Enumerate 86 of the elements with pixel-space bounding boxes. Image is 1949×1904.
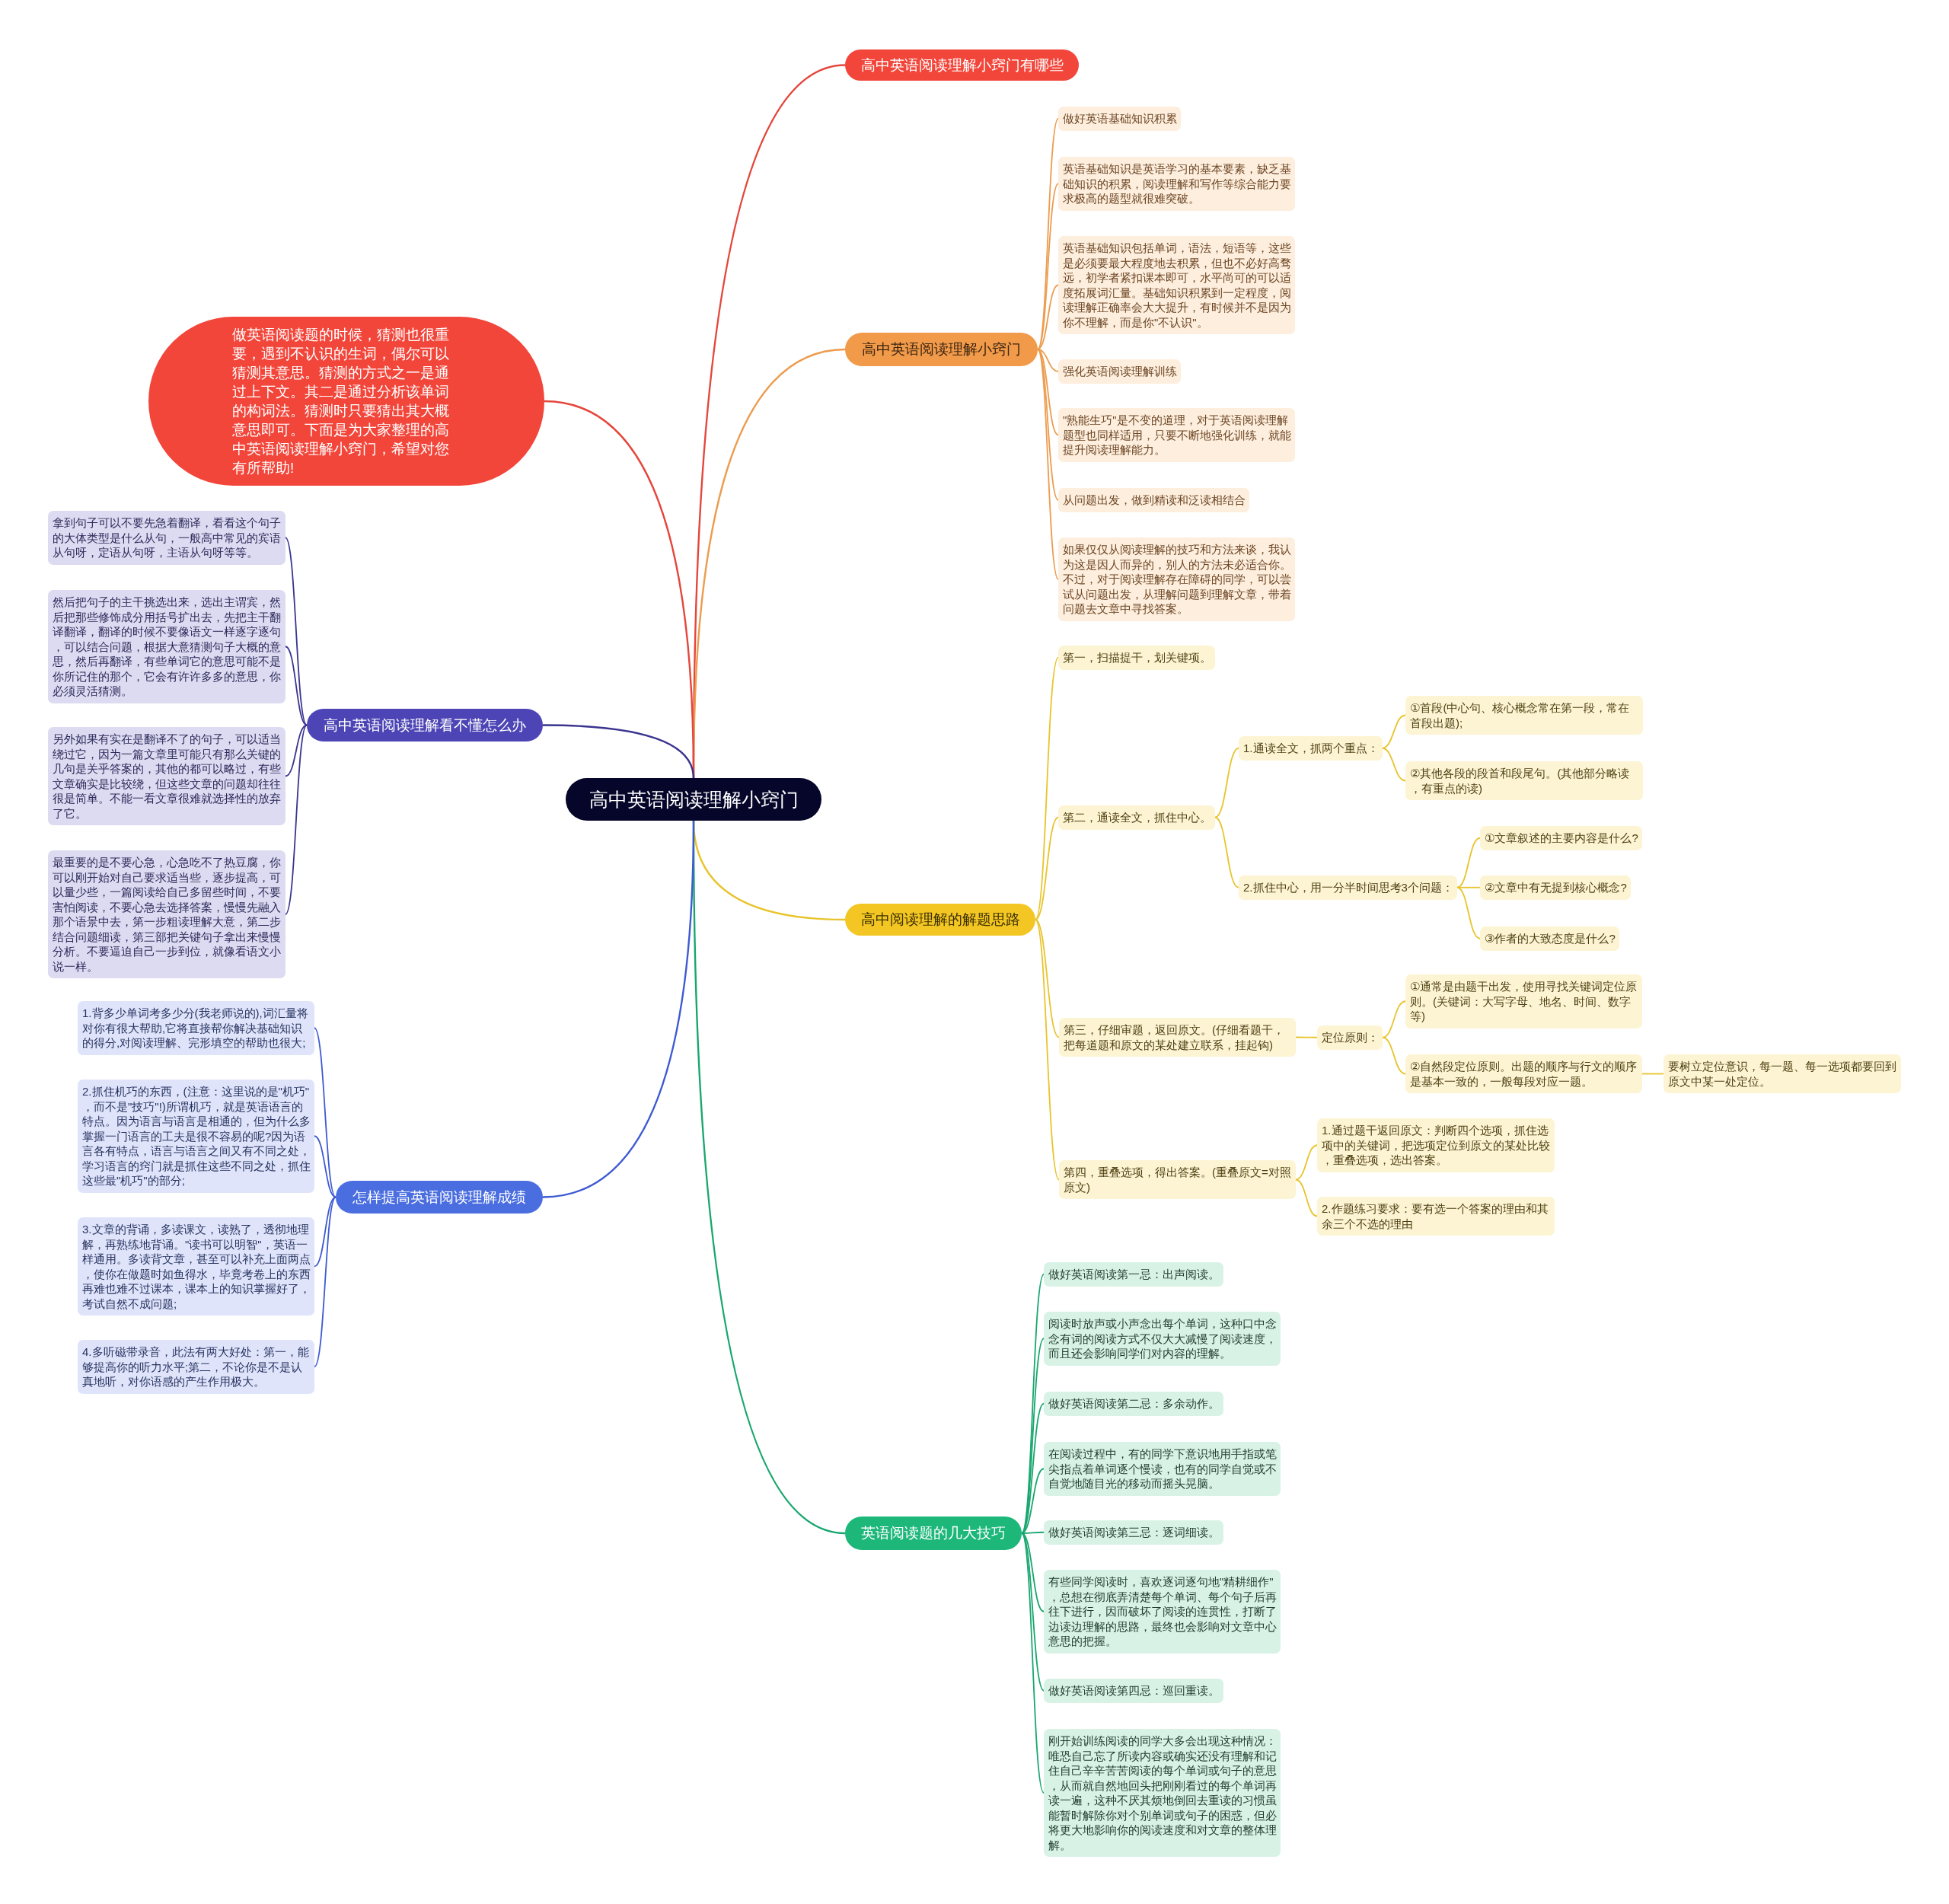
connector-line xyxy=(1381,714,1406,749)
note-card: 做好英语阅读第一忌：出声阅读。 xyxy=(1044,1262,1223,1287)
note-card: 刚开始训练阅读的同学大多会出现这种情况：唯恐自己忘了所读内容或确实还没有理解和记住自己辛辛苦苦阅读的每个单词或句子的意思，从而就自然地回头把刚刚看过的每个单词再读一遍，这种不厌其烦地倒回去重读的习惯虽能暂时解除你对个别单词或句子的困惑，但必将更大地影响你的阅读速度和对文章的整体理解。 xyxy=(1044,1729,1281,1857)
connector-line xyxy=(1037,349,1059,580)
note-card: 2.抓住中心，用一分半时间思考3个问题： xyxy=(1239,875,1457,900)
note-card: 1.背多少单词考多少分(我老师说的),词汇量将对你有很大帮助,它将直接帮你解决基础知识的得分,对阅读理解、完形填空的帮助也很大; xyxy=(78,1001,314,1055)
central-topic: 高中英语阅读理解小窍门 xyxy=(566,778,821,821)
note-card: 第二，通读全文，抓住中心。 xyxy=(1058,805,1215,830)
note-card: 另外如果有实在是翻译不了的句子，可以适当绕过它，因为一篇文章里可能只有那么关键的几句是关乎答案的，其他的都可以略过，有些文章确实是比较绕，但这些文章的问题却往往很是简单。不能一看文章很难就选择性的放弃了它。 xyxy=(48,727,285,825)
connector-line xyxy=(285,724,308,777)
connector-line xyxy=(1295,1036,1318,1038)
connector-line xyxy=(314,1196,337,1368)
connector-line xyxy=(542,724,695,779)
connector-line xyxy=(1295,1144,1318,1181)
connector-line xyxy=(1021,1402,1045,1534)
note-card: 从问题出发，做到精读和泛读相结合 xyxy=(1058,488,1249,512)
connector-line xyxy=(1382,1036,1406,1075)
note-card: 4.多听磁带录音，此法有两大好处：第一，能够提高你的听力水平;第二，不论你是不是认真地听，对你语感的产生作用极大。 xyxy=(78,1340,314,1394)
note-card: 如果仅仅从阅读理解的技巧和方法来谈，我认为这是因人而异的，别人的方法未必适合你。不过，对于阅读理解存在障碍的同学，可以尝试从问题出发，从理解问题到理解文章，带着问题去文章中寻找答案。 xyxy=(1058,537,1295,621)
connector-line xyxy=(1035,656,1059,920)
note-card: 定位原则： xyxy=(1317,1025,1383,1050)
connector-line xyxy=(314,1027,337,1198)
connector-line xyxy=(1037,349,1059,436)
note-card: ①通常是由题干出发，使用寻找关键词定位原则。(关键词：大写字母、地名、时间、数字等) xyxy=(1405,974,1642,1029)
note-card: 做好英语阅读第三忌：逐词细读。 xyxy=(1044,1520,1223,1545)
note-card: 做好英语基础知识积累 xyxy=(1058,107,1181,131)
connector-line xyxy=(285,537,308,726)
connector-line xyxy=(1035,816,1059,920)
note-card: 拿到句子可以不要先急着翻译，看看这个句子的大体类型是什么从句，一般高中常见的宾语从句呀，定语从句呀，主语从句呀等等。 xyxy=(48,511,285,565)
intro-bubble: 做英语阅读题的时候，猜测也很重要，遇到不认识的生词，偶尔可以猜测其意思。猜测的方式之一是通过上下文。其二是通过分析该单词的构词法。猜测时只要猜出其大概意思即可。下面是为大家整理的高中英语阅读理解小窍门，希望对您有所帮助! xyxy=(148,317,544,486)
note-card: ②文章中有无提到核心概念? xyxy=(1480,875,1631,900)
note-card: ②自然段定位原则。出题的顺序与行文的顺序是基本一致的，一般每段对应一题。 xyxy=(1405,1054,1642,1093)
topic-pill: 英语阅读题的几大技巧 xyxy=(845,1517,1022,1550)
note-card: 第四，重叠选项，得出答案。(重叠原文=对照原文) xyxy=(1059,1160,1296,1199)
note-card: 强化英语阅读理解训练 xyxy=(1058,359,1181,384)
connector-line xyxy=(314,1135,337,1198)
note-card: 最重要的是不要心急，心急吃不了热豆腐，你可以刚开始对自己要求适当些，逐步提高，可以量少些，一篇阅读给自己多留些时间，不要害怕阅读，不要心急去选择答案，慢慢先融入那个语景中去，第一步粗读理解大意，第二步结合问题细读，第三部把关键句子拿出来慢慢分析。不要逼迫自己一步到位，就像看语文小说一样。 xyxy=(48,850,285,978)
note-card: 在阅读过程中，有的同学下意识地用手指或笔尖指点着单词逐个慢读，也有的同学自觉或不自觉地随目光的移动而摇头晃脑。 xyxy=(1044,1442,1281,1496)
connector-line xyxy=(1214,747,1239,818)
connector-line xyxy=(1021,1273,1045,1534)
note-card: ②其他各段的段首和段尾句。(其他部分略读，有重点的读) xyxy=(1405,761,1643,800)
connector-line xyxy=(1641,1073,1664,1075)
connector-line xyxy=(1037,117,1059,350)
connector-line xyxy=(1037,349,1059,372)
note-card: 然后把句子的主干挑选出来，选出主谓宾，然后把那些修饰成分用括号扩出去，先把主干翻译翻译，翻译的时候不要像语文一样逐字逐句，可以结合问题，根据大意猜测句子大概的意思，然后再翻译，有些单词它的意思可能不是你所记住的那个，它会有许许多多的意思，你必须灵活猜测。 xyxy=(48,590,285,703)
note-card: 英语基础知识包括单词，语法，短语等，这些是必须要最大程度地去积累，但也不必好高骛远，初学者紧扣课本即可，水平尚可的可以适度拓展词汇量。基础知识积累到一定程度，阅读理解正确率会大大提升，有时候并不是因为你不理解，而是你"不认识"。 xyxy=(1058,236,1295,334)
note-card: 阅读时放声或小声念出每个单词，这种口中念念有词的阅读方式不仅大大减慢了阅读速度，而且还会影响同学们对内容的理解。 xyxy=(1044,1312,1281,1366)
note-card: 要树立定位意识，每一题、每一选项都要回到原文中某一处定位。 xyxy=(1664,1054,1901,1093)
note-card: 1.通读全文，抓两个重点： xyxy=(1239,736,1383,761)
topic-pill: 怎样提高英语阅读理解成绩 xyxy=(336,1181,543,1214)
topic-pill: 高中英语阅读理解小窍门 xyxy=(845,333,1038,366)
note-card: ①首段(中心句、核心概念常在第一段，常在首段出题); xyxy=(1405,696,1643,735)
note-card: 做好英语阅读第二忌：多余动作。 xyxy=(1044,1392,1223,1416)
connector-line xyxy=(1035,919,1060,1038)
note-card: 第三，仔细审题，返回原文。(仔细看题干，把每道题和原文的某处建立联系，挂起钩) xyxy=(1059,1018,1296,1057)
connector-line xyxy=(1021,1532,1045,1692)
connector-line xyxy=(1021,1532,1045,1794)
connector-line xyxy=(1214,816,1239,888)
connector-line xyxy=(285,724,308,915)
connector-line xyxy=(1456,886,1481,939)
connector-line xyxy=(1021,1532,1045,1612)
connector-line xyxy=(314,1196,337,1268)
connector-line xyxy=(1037,284,1059,350)
topic-pill: 高中阅读理解的解题思路 xyxy=(845,904,1035,936)
topic-pill: 高中英语阅读理解看不懂怎么办 xyxy=(307,709,543,742)
note-card: 1.通过题干返回原文：判断四个选项，抓住选项中的关键词，把选项定位到原文的某处比较，重叠选项，选出答案。 xyxy=(1317,1118,1555,1172)
connector-line xyxy=(1381,747,1406,782)
note-card: ③作者的大致态度是什么? xyxy=(1480,926,1619,951)
note-card: 英语基础知识是英语学习的基本要素，缺乏基础知识的积累，阅读理解和写作等综合能力要求极高的题型就很难突破。 xyxy=(1058,157,1295,211)
connector-line xyxy=(542,820,695,1198)
note-card: 有些同学阅读时，喜欢逐词逐句地"精耕细作"，总想在彻底弄清楚每个单词、每个句子后再往下进行，因而破坏了阅读的连贯性，打断了边读边理解的思路，最终也会影响对文章中心意思的把握。 xyxy=(1044,1570,1281,1654)
note-card: 第一，扫描提干，划关键项。 xyxy=(1058,646,1215,670)
connector-line xyxy=(285,646,308,726)
connector-line xyxy=(1456,837,1481,888)
note-card: 2.作题练习要求：要有选一个答案的理由和其余三个不选的理由 xyxy=(1317,1197,1555,1236)
note-card: 做好英语阅读第四忌：巡回重读。 xyxy=(1044,1679,1223,1703)
connector-line xyxy=(1037,349,1059,501)
note-card: 3.文章的背诵，多读课文，读熟了，透彻地理解，再熟练地背诵。"读书可以明智"，英语一样通用。多读背文章，甚至可以补充上面两点，使你在做题时如鱼得水，毕竟考卷上的东西再难也难不过课本，课本上的知识掌握好了，考试自然不成问题; xyxy=(78,1217,314,1316)
connector-line xyxy=(1021,1531,1045,1534)
connector-line xyxy=(1035,919,1060,1181)
note-card: "熟能生巧"是不变的道理，对于英语阅读理解题型也同样适用，只要不断地强化训练，就能提升阅读理解能力。 xyxy=(1058,408,1295,462)
note-card: ①文章叙述的主要内容是什么? xyxy=(1480,826,1642,850)
topic-pill: 高中英语阅读理解小窍门有哪些 xyxy=(845,49,1079,81)
connector-line xyxy=(1295,1178,1318,1217)
note-card: 2.抓住机巧的东西，(注意：这里说的是"机巧"，而不是"技巧"!)所谓机巧，就是英语语言的特点。因为语言与语言是相通的，但为什么多掌握一门语言的工夫是很不容易的呢?因为语言各有特点，语言与语言之间又有不同之处，学习语言的窍门就是抓住这些不同之处，抓住这些最"机巧"的部分; xyxy=(78,1080,314,1193)
connector-line xyxy=(1382,1000,1406,1038)
